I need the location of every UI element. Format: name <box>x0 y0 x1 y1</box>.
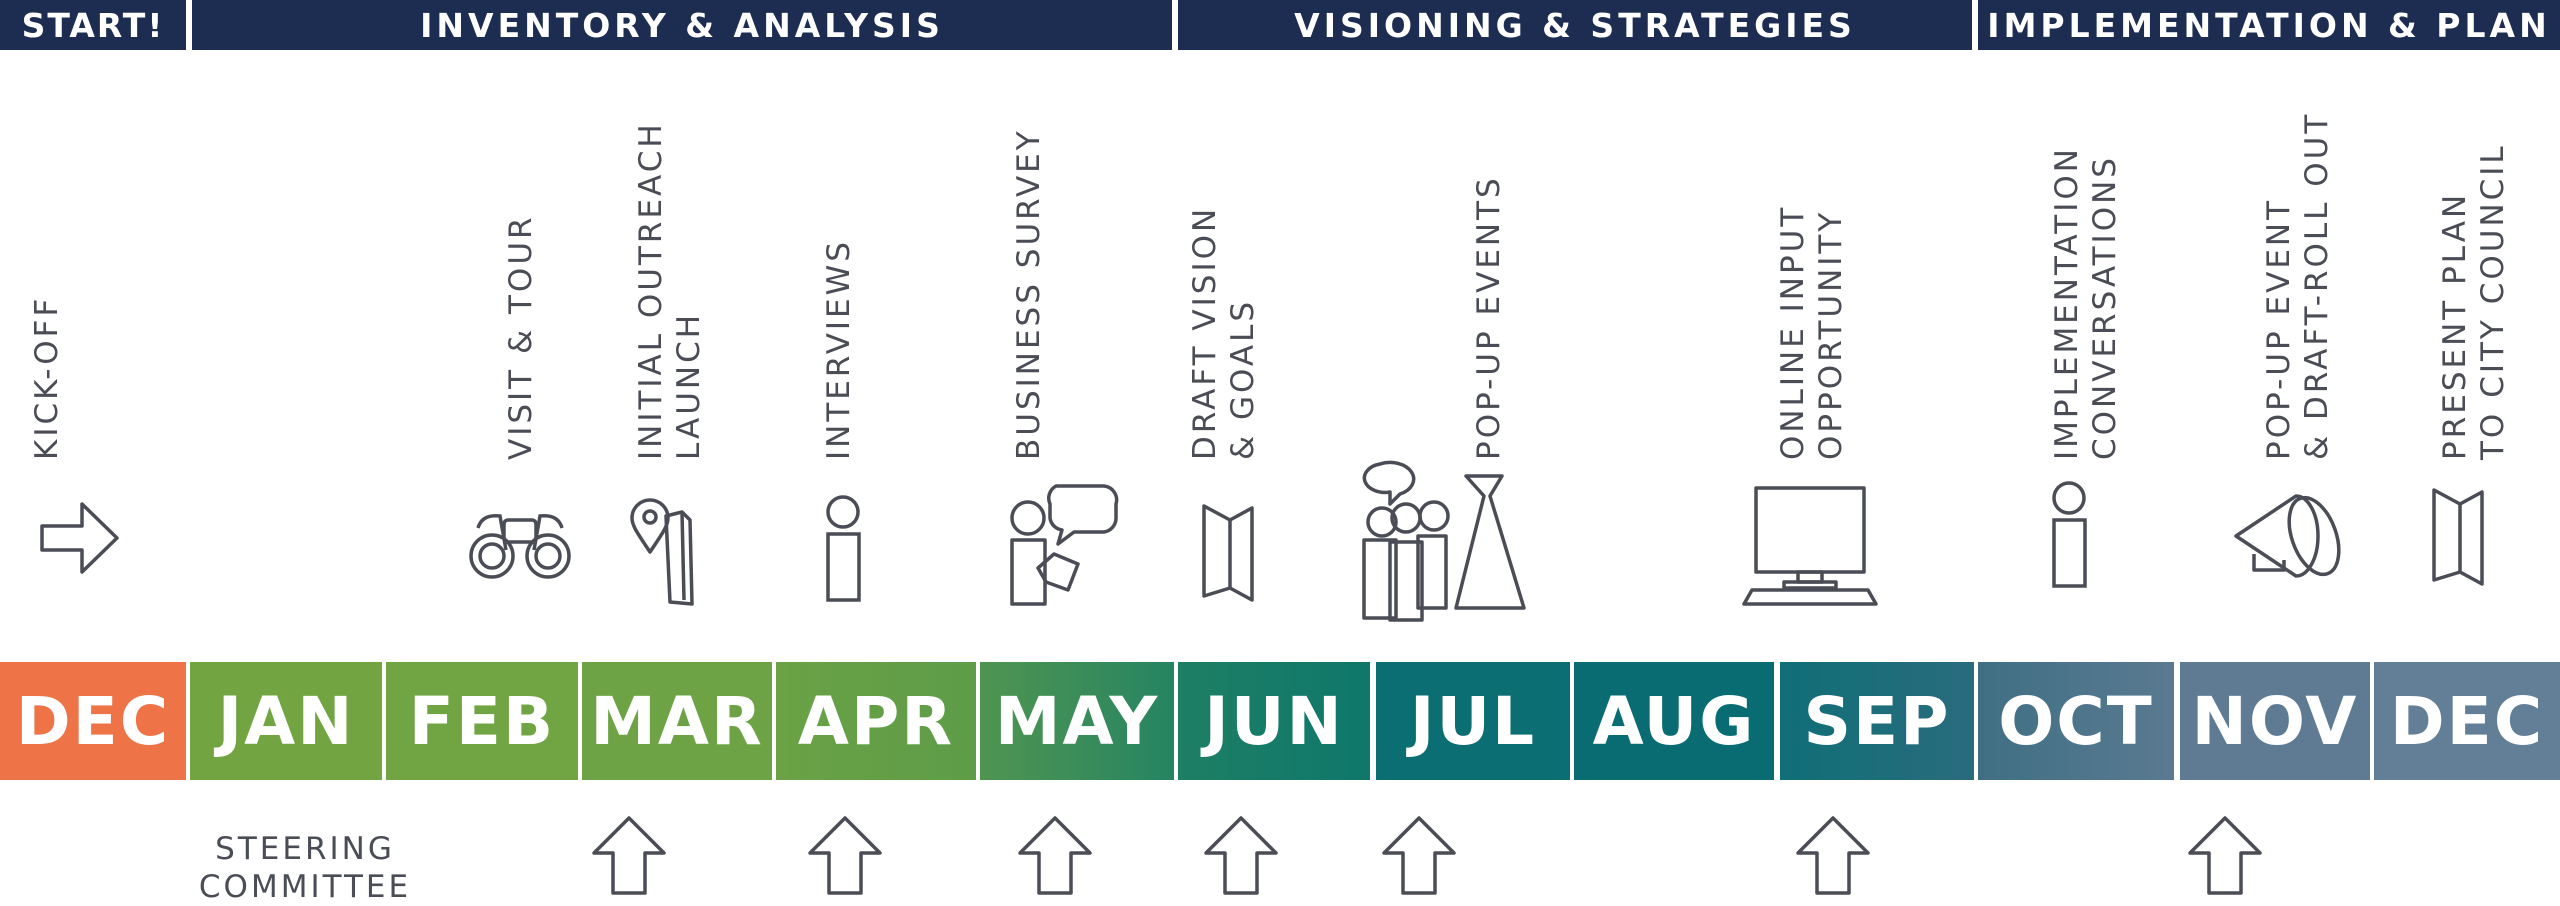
month-mar: MAR <box>582 662 772 780</box>
event-label-interviews: INTERVIEWS <box>821 239 857 460</box>
month-aug: AUG <box>1574 662 1774 780</box>
person-speech-bubble-icon <box>1004 482 1120 610</box>
month-jan: JAN <box>190 662 382 780</box>
event-label-pop-up-events: POP-UP EVENTS <box>1471 175 1507 460</box>
arrow-up-icon-mar <box>592 815 666 899</box>
map-pin-brochure-icon <box>628 494 714 608</box>
event-label-business-survey: BUSINESS SURVEY <box>1011 128 1047 460</box>
month-feb: FEB <box>386 662 578 780</box>
event-label-visit-tour: VISIT & TOUR <box>503 214 539 460</box>
brochure-icon-2 <box>2430 484 2486 588</box>
arrow-right-icon <box>40 500 120 576</box>
month-jul: JUL <box>1376 662 1570 780</box>
month-dec-start: DEC <box>0 662 186 780</box>
arrow-up-icon-may <box>1018 815 1092 899</box>
month-dec-end: DEC <box>2374 662 2560 780</box>
arrow-up-icon-sep <box>1796 815 1870 899</box>
phase-visioning-strategies: VISIONING & STRATEGIES <box>1178 0 1972 50</box>
phase-start: START! <box>0 0 186 50</box>
group-with-megaphone-icon <box>1356 452 1528 622</box>
arrow-up-icon-nov <box>2188 815 2262 899</box>
month-may: MAY <box>980 662 1174 780</box>
phase-inventory-analysis: INVENTORY & ANALYSIS <box>192 0 1172 50</box>
event-label-online-input: ONLINE INPUT OPPORTUNITY <box>1775 204 1849 460</box>
month-sep: SEP <box>1780 662 1974 780</box>
month-jun: JUN <box>1178 662 1370 780</box>
person-icon-2 <box>2048 480 2092 590</box>
event-label-implementation-conversations: IMPLEMENTATION CONVERSATIONS <box>2049 146 2123 460</box>
binoculars-icon <box>466 506 574 580</box>
computer-icon <box>1740 484 1880 608</box>
event-label-present-plan: PRESENT PLAN TO CITY COUNCIL <box>2437 143 2511 460</box>
arrow-up-icon-jun <box>1204 815 1278 899</box>
brochure-icon <box>1200 500 1256 604</box>
person-icon <box>822 494 866 604</box>
event-label-draft-vision: DRAFT VISION & GOALS <box>1187 205 1261 460</box>
arrow-up-icon-jul <box>1382 815 1456 899</box>
event-label-pop-up-rollout: POP-UP EVENT & DRAFT-ROLL OUT <box>2261 111 2335 460</box>
event-label-initial-outreach: INITIAL OUTREACH LAUNCH <box>633 121 707 460</box>
phase-implementation-plan: IMPLEMENTATION & PLAN <box>1978 0 2560 50</box>
arrow-up-icon-apr <box>808 815 882 899</box>
month-nov: NOV <box>2180 662 2370 780</box>
month-apr: APR <box>776 662 976 780</box>
event-label-kickoff: KICK-OFF <box>29 295 65 460</box>
steering-committee-label: STEERING COMMITTEE <box>198 831 412 905</box>
month-oct: OCT <box>1978 662 2174 780</box>
megaphone-icon <box>2226 490 2344 582</box>
